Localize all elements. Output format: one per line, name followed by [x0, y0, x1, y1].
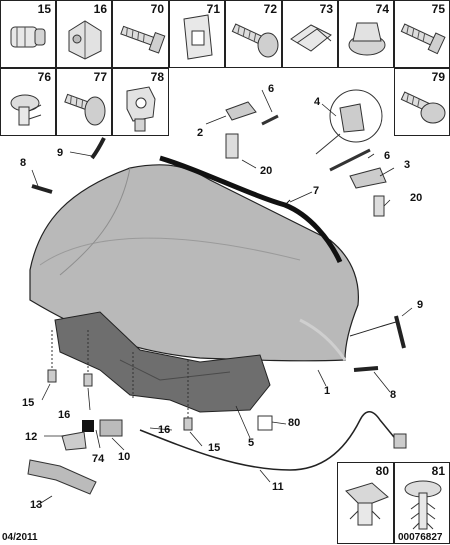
part-cell-78: 78 — [112, 68, 169, 136]
mushroom-screw-icon — [64, 93, 106, 126]
part-cell-70: 70 — [112, 0, 169, 68]
part-cell-73: 73 — [282, 0, 338, 68]
plate-clip-icon — [183, 14, 213, 60]
part-cell-74: 74 — [338, 0, 394, 68]
callout-label: 3 — [404, 159, 411, 171]
part-number: 79 — [431, 70, 445, 84]
callout-label: 6 — [384, 150, 391, 162]
hinge-assembly-right — [315, 89, 387, 217]
seal-strip-left — [90, 137, 106, 160]
hinge-assembly-top — [225, 101, 279, 159]
part-cell-79: 79 — [394, 68, 450, 136]
callout-label: 11 — [272, 481, 284, 493]
callout-label: 15 — [22, 397, 35, 409]
part-number: 72 — [263, 2, 277, 16]
pan-head-screw-icon — [231, 23, 279, 58]
plug-clip-icon — [10, 26, 46, 48]
part-cell-81: 81 — [394, 462, 450, 544]
callout-label: 80 — [288, 417, 301, 429]
callout-label: 1 — [324, 385, 331, 397]
part-cell-76: 76 — [0, 68, 56, 136]
callout-label: 6 — [268, 83, 275, 95]
part-number: 70 — [150, 2, 164, 16]
callout-label: 12 — [25, 431, 38, 443]
part-cell-71: 71 — [169, 0, 225, 68]
callout-label: 5 — [248, 437, 255, 449]
spring-clip-icon — [290, 24, 332, 52]
part-number: 71 — [206, 2, 220, 16]
part-number: 73 — [319, 2, 333, 16]
revision-date: 04/2011 — [2, 532, 38, 543]
callout-label: 13 — [30, 499, 43, 511]
callout-label: 16 — [158, 424, 171, 436]
part-number: 80 — [375, 464, 389, 478]
part-cell-80: 80 — [337, 462, 394, 544]
callout-label: 2 — [197, 127, 204, 139]
callout-label: 20 — [260, 165, 273, 177]
part-number: 77 — [93, 70, 107, 84]
stud-screw-icon — [120, 25, 166, 54]
part-cell-16: 16 — [56, 0, 112, 68]
part-number: 78 — [150, 70, 164, 84]
sound-insulation — [54, 311, 271, 413]
seal-strip-right — [394, 315, 406, 349]
callout-label: 4 — [314, 96, 321, 108]
callout-label: 15 — [208, 442, 221, 454]
cage-nut-clip-icon — [68, 20, 102, 60]
part-cell-75: 75 — [394, 0, 450, 68]
part-cell-15: 15 — [0, 0, 56, 68]
part-number: 76 — [37, 70, 51, 84]
flange-screw-icon — [400, 91, 446, 124]
part-number: 15 — [37, 2, 51, 16]
part-number: 75 — [431, 2, 445, 16]
part-number: 16 — [93, 2, 107, 16]
part-number: 74 — [375, 2, 389, 16]
release-cable — [139, 411, 399, 471]
callout-label: 10 — [118, 451, 131, 463]
callout-label: 9 — [57, 147, 64, 159]
callout-label: 8 — [20, 157, 27, 169]
release-handle — [61, 431, 87, 451]
callout-label: 7 — [313, 185, 320, 197]
self-tapping-screw-icon — [400, 23, 446, 55]
callout-label: 8 — [390, 389, 397, 401]
cable-guide — [27, 459, 97, 495]
part-number: 81 — [431, 464, 445, 478]
callout-label: 16 — [58, 409, 71, 421]
edge-strip-right — [353, 366, 379, 372]
part-cell-77: 77 — [56, 68, 112, 136]
square-rivet-icon — [345, 482, 389, 526]
flange-nut-icon — [348, 22, 386, 56]
part-cell-72: 72 — [225, 0, 282, 68]
push-rivet-icon — [10, 94, 42, 126]
callout-label: 74 — [92, 453, 105, 465]
hood-seal — [159, 155, 343, 264]
callout-label: 20 — [410, 192, 423, 204]
diagram-reference: 00076827 — [398, 532, 443, 543]
edge-strip-left — [31, 184, 53, 194]
hood-panel — [29, 164, 359, 362]
christmas-tree-clip-icon — [404, 480, 442, 530]
callout-label: 9 — [417, 299, 424, 311]
retaining-clip-icon — [126, 86, 156, 132]
